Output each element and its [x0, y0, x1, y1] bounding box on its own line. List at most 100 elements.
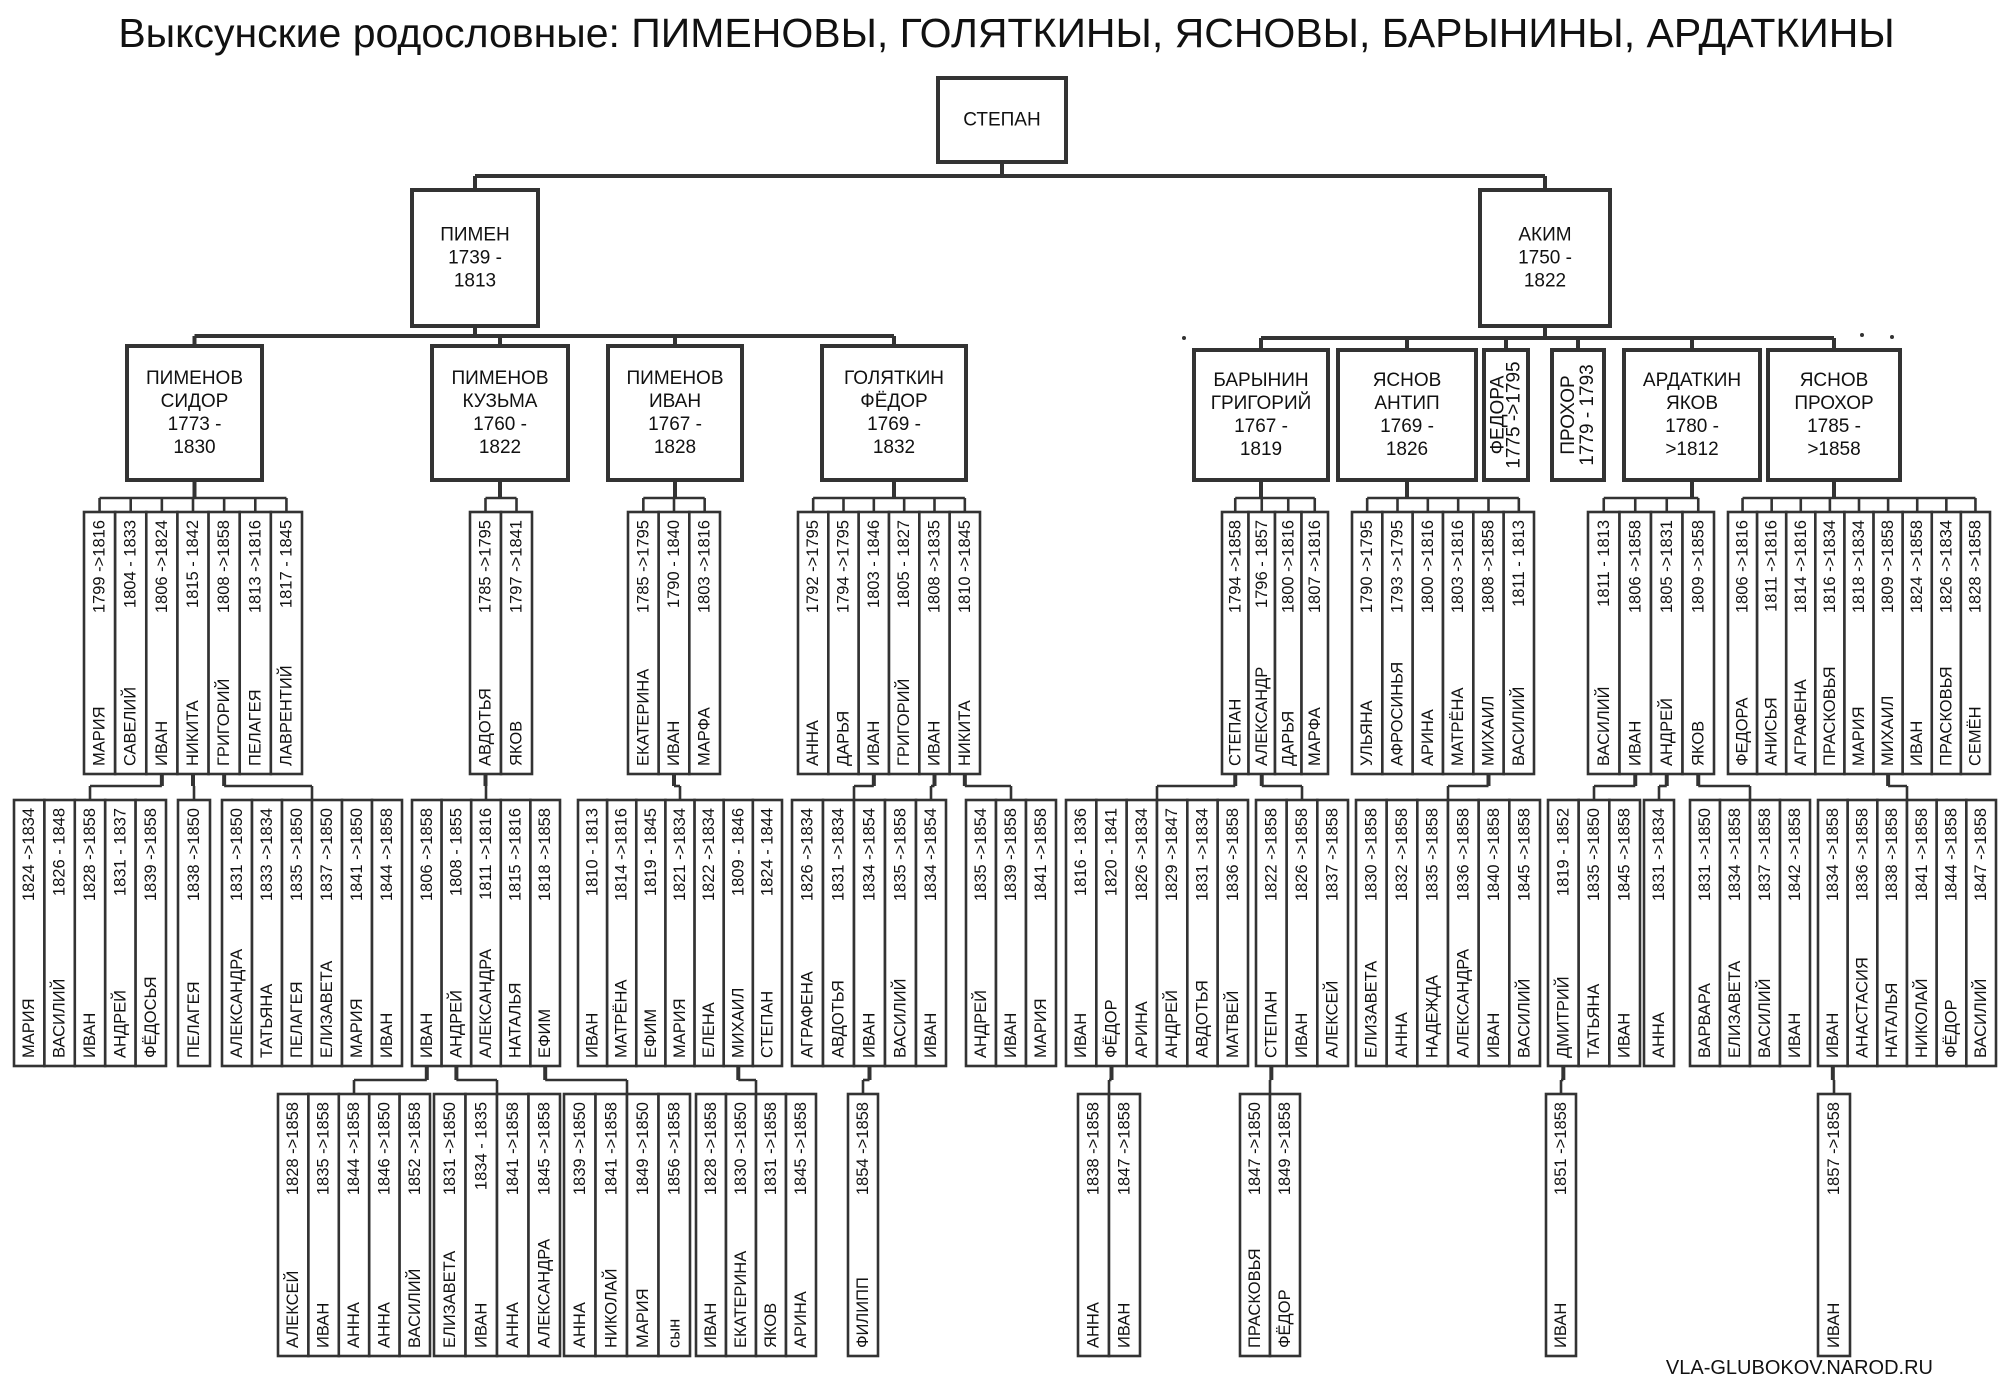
person-cell-frame — [1416, 798, 1450, 1068]
person-name: СТЕПАН — [1226, 699, 1244, 766]
person-name: ЯКОВ — [1689, 721, 1707, 766]
person-name: ПЕЛАГЕЯ — [185, 981, 203, 1058]
page-title: Выксунские родословные: ПИМЕНОВЫ, ГОЛЯТК… — [118, 10, 1895, 56]
person-name: АЛЕКСЕЙ — [1323, 981, 1342, 1058]
person-name: ВАСИЛИЙ — [1755, 979, 1774, 1058]
person-name: ИВАН — [315, 1303, 333, 1348]
person-dates: 1835 ->1858 — [892, 808, 910, 901]
person-dates: 1839 ->1850 — [571, 1102, 589, 1195]
person-cell-frame — [1876, 798, 1909, 1068]
person-name: АНДРЕЙ — [446, 990, 465, 1058]
person-name: ИВАН — [81, 1013, 99, 1058]
person-box-text: 1773 - — [168, 414, 222, 435]
person-cell-frame — [883, 798, 918, 1068]
person-cell-frame — [276, 1092, 310, 1358]
person-cell-frame — [220, 798, 254, 1068]
person-name: ЯКОВ — [762, 1303, 780, 1348]
person-box-text: 1813 — [454, 271, 496, 292]
person-box-frame — [936, 76, 1068, 164]
person-dates: 1815 - 1842 — [184, 520, 202, 608]
person-cell-frame — [1748, 798, 1782, 1068]
person-name: АГРАФЕНА — [1792, 679, 1810, 766]
person-cell-frame — [432, 1092, 467, 1358]
person-dates: 1831 ->1850 — [441, 1102, 459, 1195]
person-dates: 1792 ->1795 — [804, 520, 822, 613]
person-box-frame — [1622, 348, 1762, 482]
person-cell-frame — [1254, 798, 1288, 1068]
person-box-text: ПРОХОР — [1558, 375, 1579, 454]
person-name: ИВАН — [1616, 1013, 1634, 1058]
person-dates: 1838 ->1858 — [1883, 808, 1901, 901]
person-box-text: ПИМЕНОВ — [146, 368, 243, 389]
person-dates: 1834 - 1835 — [472, 1102, 490, 1190]
person-box-text: КУЗЬМА — [463, 391, 538, 412]
person-dates: 1831 ->1834 — [1650, 808, 1668, 901]
person-dates: 1845 ->1858 — [792, 1102, 810, 1195]
person-name: АННА — [804, 720, 822, 766]
person-name: ПРАСКОВЬЯ — [1937, 666, 1955, 766]
person-cell-frame — [1965, 798, 1998, 1068]
person-dates: 1790 ->1795 — [1358, 520, 1376, 613]
person-name: НИКОЛАЙ — [601, 1268, 620, 1348]
person-cell-frame — [310, 798, 344, 1068]
person-name: ИВАН — [922, 1013, 940, 1058]
person-name: МИХАИЛ — [1879, 696, 1897, 766]
person-dates: 1785 ->1795 — [477, 520, 495, 613]
person-dates: 1794 ->1795 — [835, 520, 853, 613]
person-box-frame — [1478, 188, 1612, 328]
person-dates: 1790 - 1840 — [665, 520, 683, 608]
person-cell-frame — [694, 1092, 728, 1358]
person-name: АННА — [571, 1302, 589, 1348]
person-dates: 1828 ->1858 — [1966, 520, 1984, 613]
person-box-frame — [430, 344, 570, 482]
person-name: ФЁДОР — [1943, 999, 1961, 1058]
person-dates: 1831 ->1850 — [228, 808, 246, 901]
person-dates: 1829 ->1847 — [1163, 808, 1181, 901]
person-box-text: 1780 - — [1665, 416, 1719, 437]
person-cell-frame — [754, 1092, 788, 1358]
person-box-text: ЯКОВ — [1666, 393, 1718, 414]
person-cell-frame — [1546, 798, 1580, 1068]
person-cell-frame — [821, 798, 856, 1068]
person-cell-frame — [784, 1092, 818, 1358]
person-dates: 1833 ->1834 — [258, 808, 276, 901]
decorative-dot — [1860, 333, 1864, 337]
person-box-frame — [1482, 348, 1530, 482]
person-box-text: СИДОР — [161, 391, 229, 412]
person-dates: 1854 ->1858 — [854, 1102, 872, 1195]
person-dates: 1806 ->1858 — [1626, 520, 1644, 613]
person-dates: 1813 ->1816 — [246, 520, 264, 613]
person-box-text: АКИМ — [1518, 225, 1571, 246]
person-name: МАРФА — [696, 707, 714, 766]
person-name: ЕЛИЗАВЕТА — [318, 961, 336, 1058]
person-cell-frame — [693, 798, 726, 1068]
person-cell-frame — [499, 798, 532, 1068]
person-cell-frame — [1778, 798, 1812, 1068]
person-box-text: 1828 — [654, 437, 696, 458]
person-dates: 1845 ->1858 — [1616, 808, 1634, 901]
person-name: ФЁДОР — [1276, 1289, 1294, 1348]
